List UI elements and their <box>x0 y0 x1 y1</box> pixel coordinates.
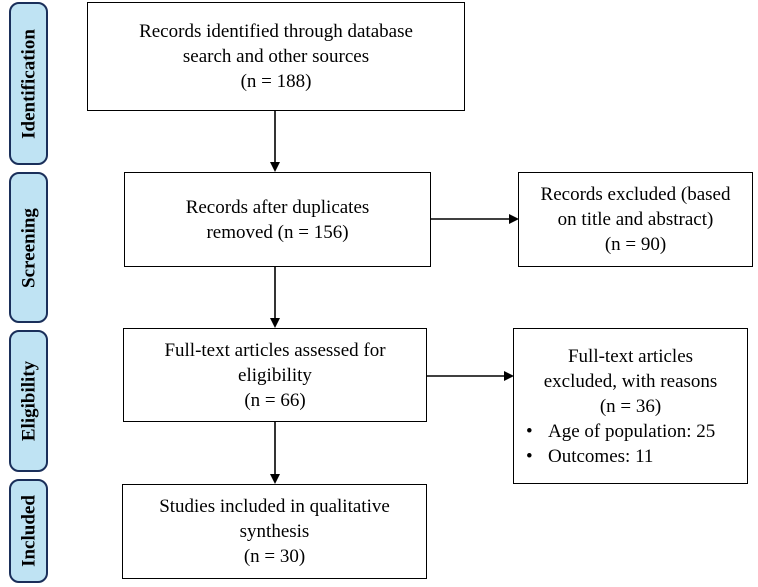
exclusion-reason-item: Age of population: 25 <box>526 419 715 444</box>
phase-eligibility: Eligibility <box>9 330 48 472</box>
box-records-excluded-line1: Records excluded (based <box>540 184 731 205</box>
box-studies-included-count: (n = 30) <box>243 546 306 567</box>
box-fulltext-excluded-line2: excluded, with reasons <box>543 370 718 392</box>
box-after-duplicates: Records after duplicates removed (n = 15… <box>124 172 431 267</box>
box-records-excluded-line2: on title and abstract) <box>557 209 714 230</box>
box-fulltext-excluded-count: (n = 36) <box>599 395 662 417</box>
exclusion-reasons-list: Age of population: 25 Outcomes: 11 <box>514 419 715 469</box>
box-records-identified-line2: search and other sources <box>182 46 370 67</box>
box-fulltext-excluded: Full-text articles excluded, with reason… <box>513 328 748 484</box>
phase-included: Included <box>9 479 48 583</box>
box-studies-included: Studies included in qualitative synthesi… <box>122 484 427 579</box>
phase-identification: Identification <box>9 2 48 165</box>
box-studies-included-line1: Studies included in qualitative <box>159 496 390 517</box>
box-fulltext-assessed-count: (n = 66) <box>244 389 306 411</box>
box-after-duplicates-line1: Records after duplicates <box>185 196 370 218</box>
box-after-duplicates-line2: removed (n = 156) <box>206 221 349 243</box>
box-records-identified: Records identified through database sear… <box>87 2 465 111</box>
box-fulltext-excluded-line1: Full-text articles <box>567 345 694 367</box>
box-studies-included-line2: synthesis <box>239 521 310 542</box>
box-records-identified-count: (n = 188) <box>240 71 312 92</box>
box-fulltext-assessed-line2: eligibility <box>238 364 312 386</box>
box-records-excluded-count: (n = 90) <box>604 234 667 255</box>
phase-screening: Screening <box>9 172 48 323</box>
box-records-identified-line1: Records identified through database <box>139 21 413 42</box>
exclusion-reason-item: Outcomes: 11 <box>526 444 715 469</box>
box-fulltext-assessed-line1: Full-text articles assessed for <box>164 339 386 361</box>
box-fulltext-assessed: Full-text articles assessed for eligibil… <box>123 328 427 422</box>
box-records-excluded: Records excluded (based on title and abs… <box>518 172 753 267</box>
